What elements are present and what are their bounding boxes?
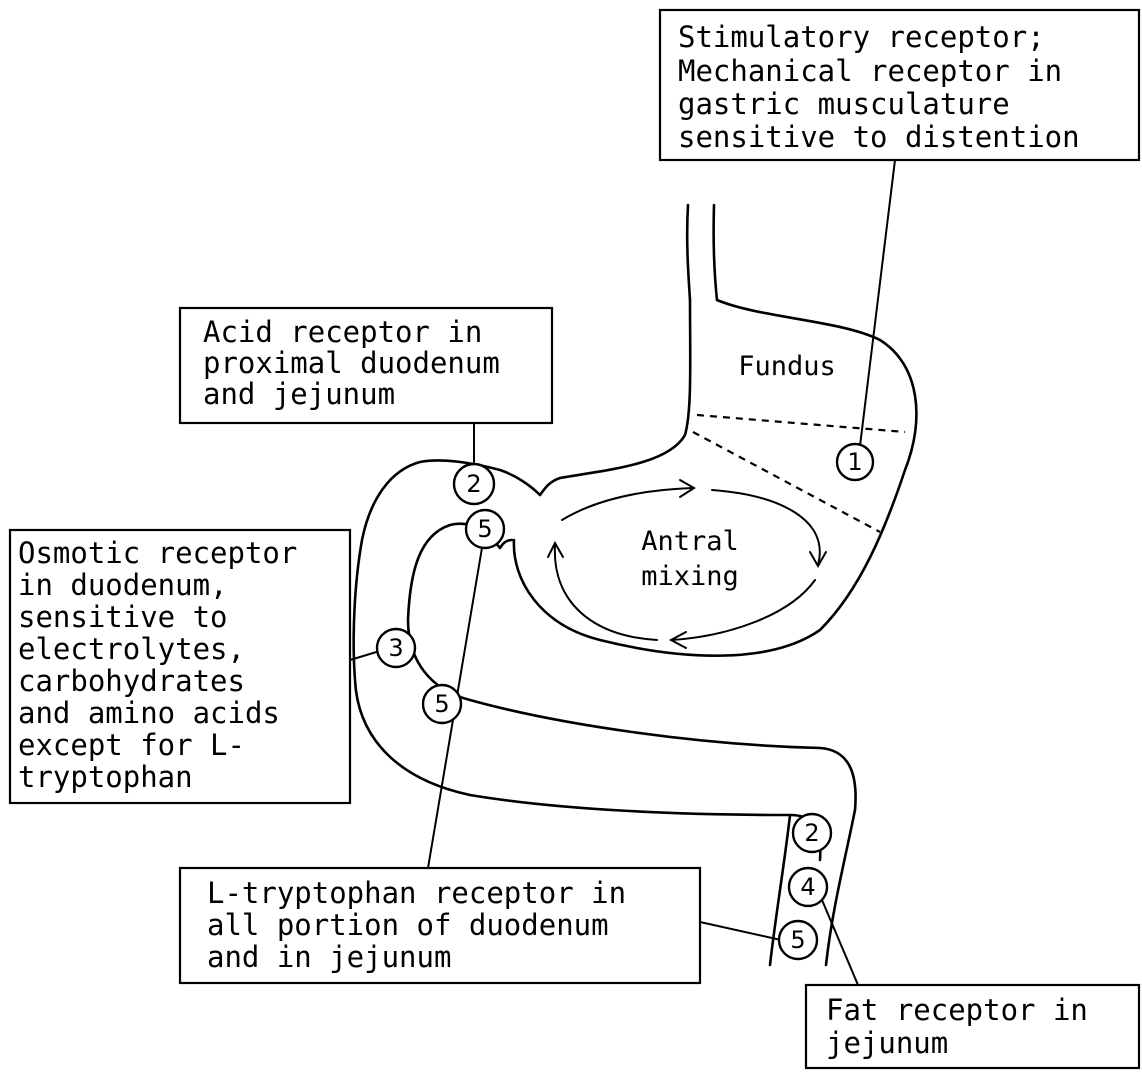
osmotic-line-1: Osmotic receptor	[18, 536, 297, 570]
osmotic-line-2: in duodenum,	[18, 568, 228, 602]
fundus-divider-upper	[697, 415, 905, 432]
marker-jejunum-2: 2	[793, 814, 831, 852]
osmotic-line-7: except for L-	[18, 728, 245, 762]
marker-duodenum-5b: 5	[423, 685, 461, 723]
esophagus-left-wall	[687, 205, 690, 300]
svg-text:4: 4	[800, 873, 815, 901]
acid-line-1: Acid receptor in	[203, 315, 482, 349]
marker-duodenum-2: 2	[454, 464, 494, 504]
svg-text:3: 3	[388, 634, 403, 662]
fundus-label: Fundus	[738, 351, 836, 382]
tryptophan-line-2: all portion of duodenum	[207, 908, 609, 942]
tryptophan-line-3: and in jejunum	[207, 940, 451, 974]
marker-duodenum-5: 5	[466, 510, 504, 548]
stimulatory-line-4: sensitive to distention	[678, 120, 1080, 154]
leader-tryptophan-jejunum	[700, 922, 790, 942]
antral-label-line2: mixing	[641, 561, 739, 592]
tryptophan-line-1: L-tryptophan receptor in	[207, 876, 626, 910]
acid-line-2: proximal duodenum	[203, 346, 500, 380]
stimulatory-line-2: Mechanical receptor in	[678, 54, 1062, 88]
fat-receptor-box: Fat receptor in jejunum	[806, 985, 1139, 1068]
fat-line-1: Fat receptor in	[826, 993, 1088, 1027]
osmotic-receptor-box: Osmotic receptor in duodenum, sensitive …	[10, 530, 350, 803]
svg-text:5: 5	[434, 690, 449, 718]
leader-stimulatory	[860, 160, 895, 446]
svg-text:2: 2	[466, 470, 481, 498]
esophagus-right-wall	[714, 205, 717, 300]
acid-line-3: and jejunum	[203, 377, 395, 411]
osmotic-line-4: electrolytes,	[18, 632, 245, 666]
osmotic-line-5: carbohydrates	[18, 664, 245, 698]
stomach-lesser-curvature	[540, 300, 690, 495]
marker-fundus-1: 1	[837, 444, 873, 480]
leader-lines	[350, 160, 895, 985]
osmotic-line-6: and amino acids	[18, 696, 280, 730]
stimulatory-receptor-box: Stimulatory receptor; Mechanical recepto…	[660, 10, 1139, 160]
duodenal-bulb-top	[354, 460, 821, 860]
antral-label-line1: Antral	[641, 526, 739, 557]
svg-text:1: 1	[847, 448, 862, 476]
duodenum-inner-wall	[408, 524, 856, 810]
stimulatory-line-3: gastric musculature	[678, 87, 1010, 121]
marker-jejunum-5: 5	[779, 921, 817, 959]
acid-receptor-box: Acid receptor in proximal duodenum and j…	[180, 308, 552, 423]
stimulatory-line-1: Stimulatory receptor;	[678, 20, 1045, 54]
mixing-arrow-top	[562, 488, 692, 520]
marker-duodenum-3: 3	[377, 629, 415, 667]
svg-text:5: 5	[477, 515, 492, 543]
marker-jejunum-4: 4	[789, 868, 827, 906]
mixing-arrow-left	[555, 545, 657, 640]
osmotic-line-3: sensitive to	[18, 600, 228, 634]
tryptophan-receptor-box: L-tryptophan receptor in all portion of …	[180, 868, 700, 983]
svg-text:2: 2	[804, 819, 819, 847]
leader-fat	[822, 900, 858, 985]
fat-line-2: jejunum	[826, 1026, 948, 1060]
osmotic-line-8: tryptophan	[18, 760, 193, 794]
svg-text:5: 5	[790, 926, 805, 954]
